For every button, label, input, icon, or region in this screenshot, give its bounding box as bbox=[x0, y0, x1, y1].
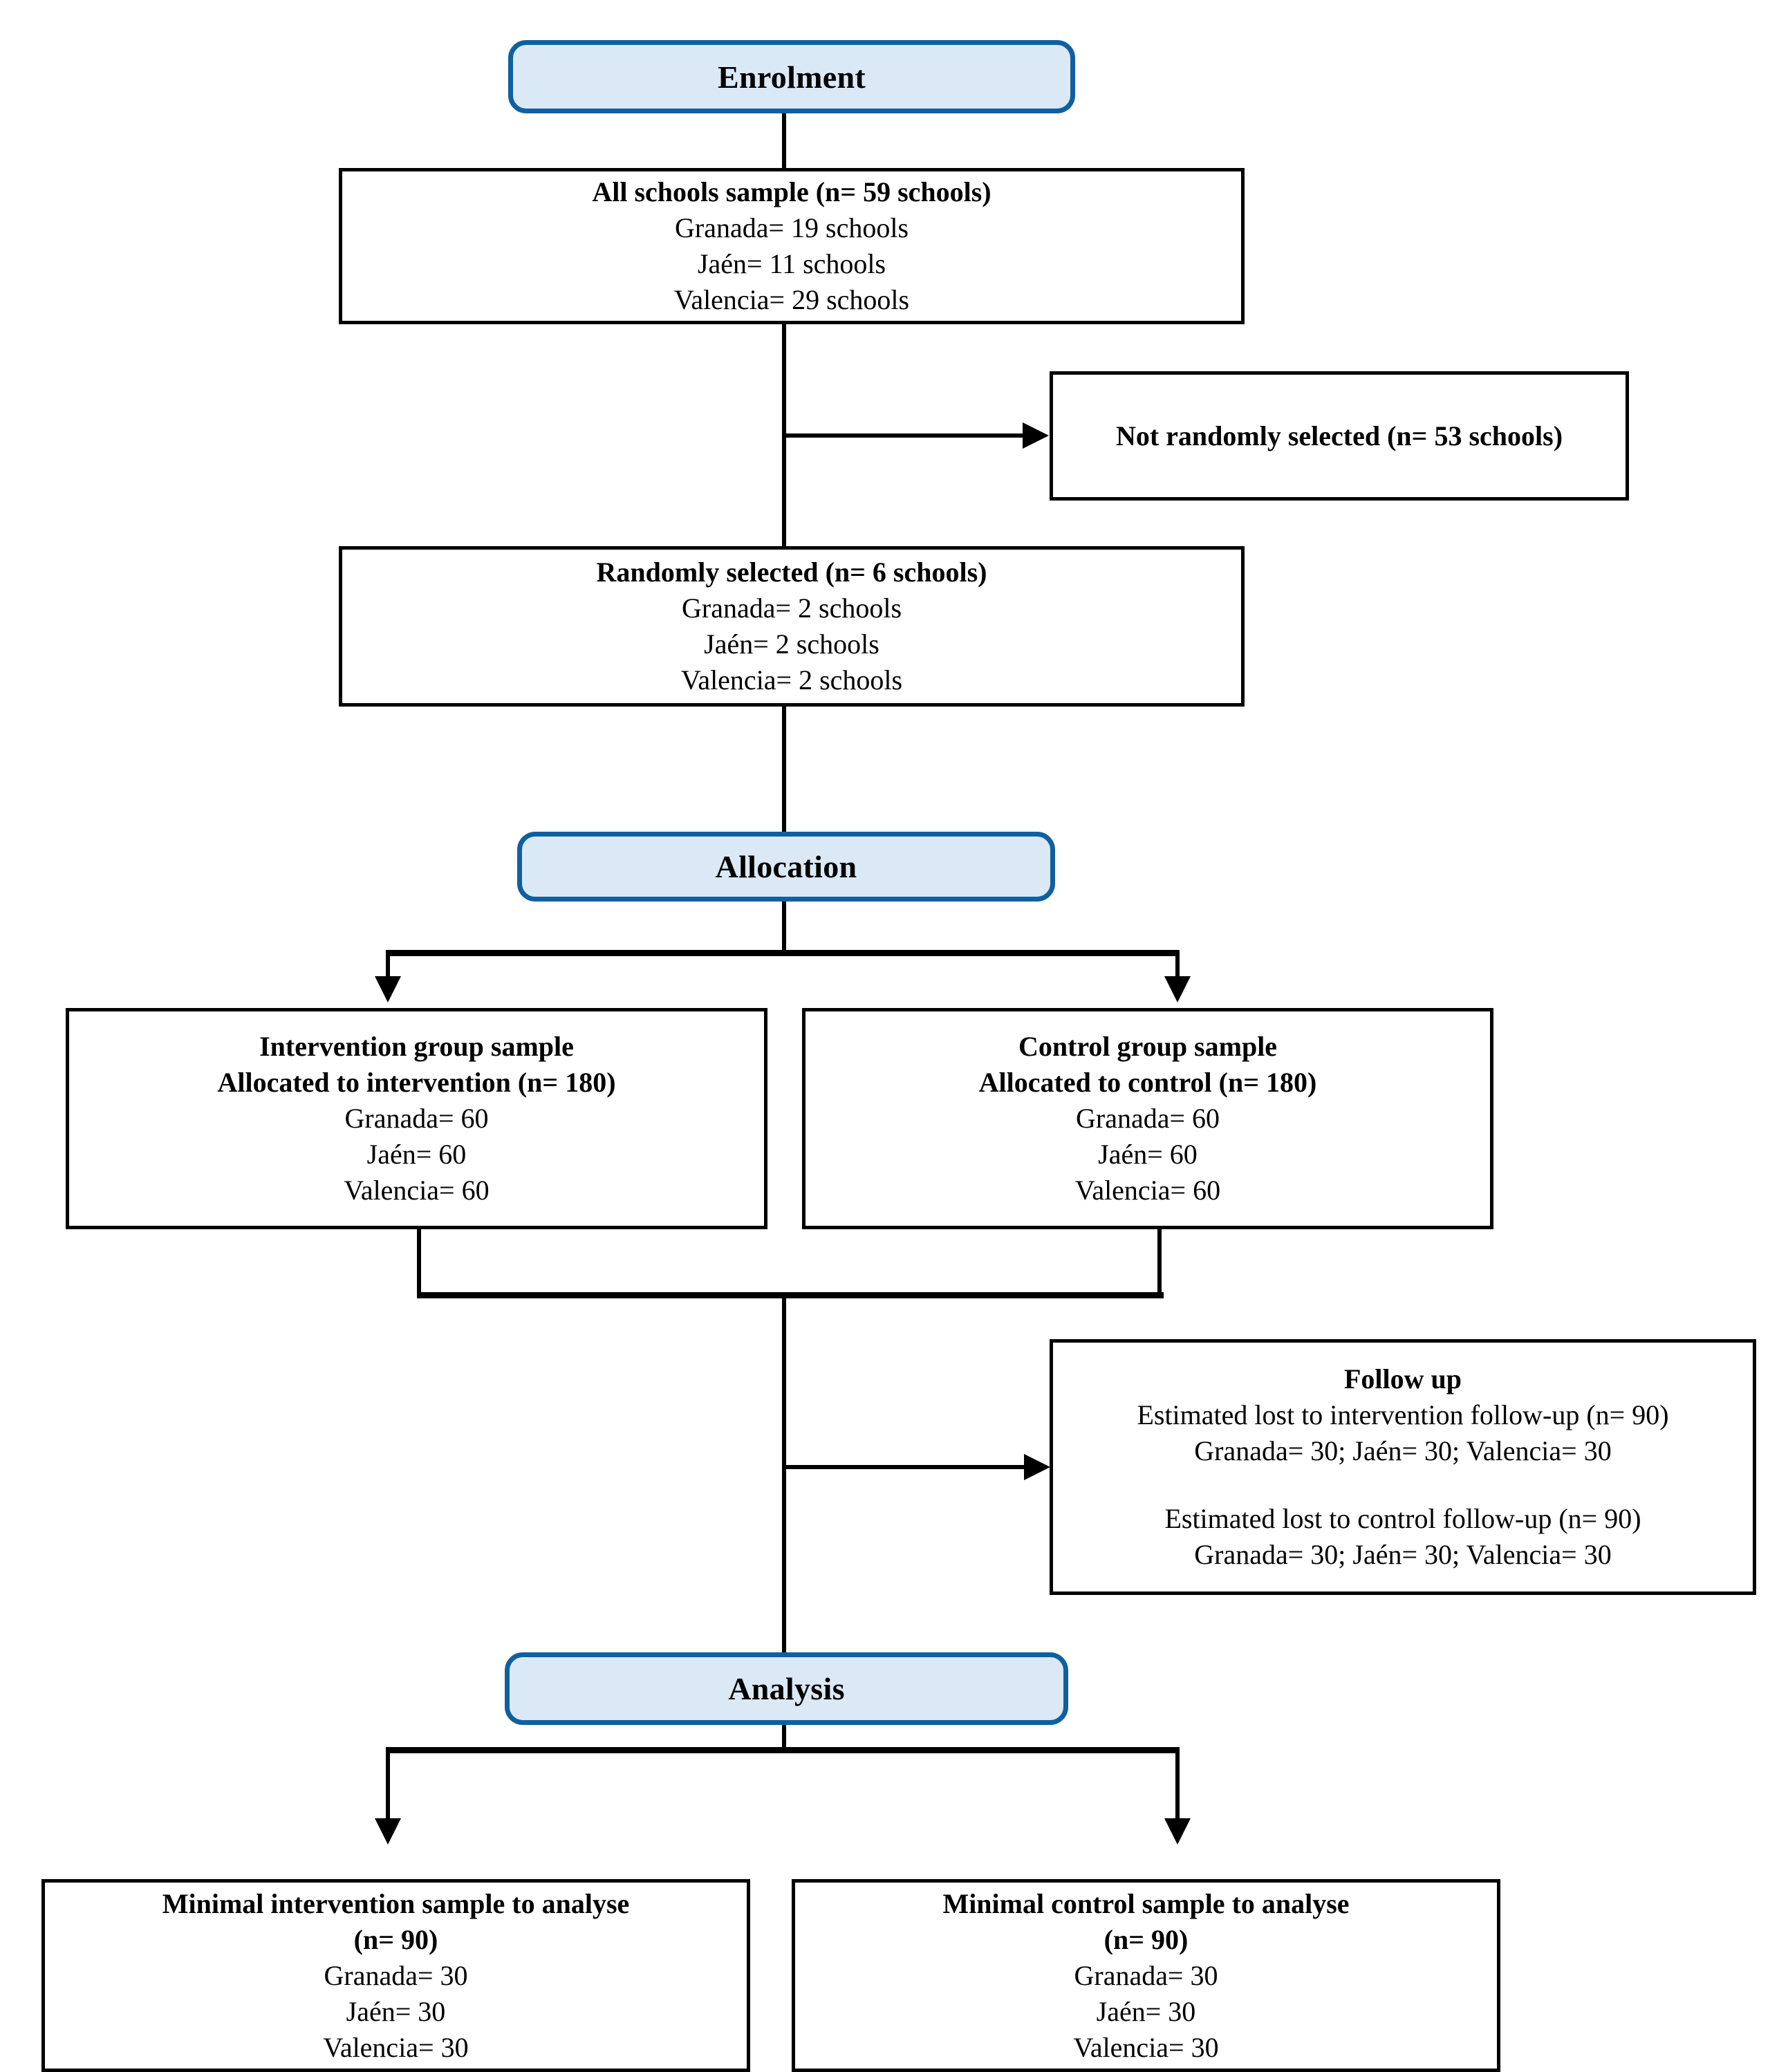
box-intervention-group: Intervention group sample Allocated to i… bbox=[66, 1008, 767, 1229]
intervention-group-valencia: Valencia= 60 bbox=[344, 1175, 490, 1206]
connector-allocation-crossbar bbox=[386, 950, 1180, 956]
arrowhead-not-randomly-selected bbox=[1023, 422, 1049, 449]
box-all-schools-sample: All schools sample (n= 59 schools) Grana… bbox=[339, 168, 1245, 324]
all-schools-valencia: Valencia= 29 schools bbox=[673, 284, 910, 315]
stage-header-enrolment: Enrolment bbox=[508, 40, 1075, 113]
connector-analysis-left-drop bbox=[386, 1747, 390, 1823]
arrowhead-minimal-control bbox=[1164, 1818, 1191, 1845]
control-group-valencia: Valencia= 60 bbox=[1074, 1175, 1221, 1206]
box-not-randomly-selected: Not randomly selected (n= 53 schools) bbox=[1050, 371, 1629, 501]
control-group-granada: Granada= 60 bbox=[1075, 1103, 1220, 1134]
connector-randomly-selected-to-allocation bbox=[782, 707, 786, 834]
connector-analysis-crossbar bbox=[386, 1747, 1180, 1753]
connector-allocation-right-drop bbox=[1175, 950, 1180, 982]
minimal-intervention-heading-2: (n= 90) bbox=[353, 1923, 438, 1955]
intervention-group-jaen: Jaén= 60 bbox=[366, 1139, 467, 1170]
connector-intervention-drop bbox=[417, 1229, 421, 1297]
all-schools-jaen: Jaén= 11 schools bbox=[697, 248, 886, 279]
not-randomly-selected-heading: Not randomly selected (n= 53 schools) bbox=[1115, 420, 1563, 451]
connector-analysis-stem bbox=[782, 1725, 786, 1750]
box-follow-up: Follow up Estimated lost to intervention… bbox=[1050, 1339, 1756, 1595]
follow-up-heading: Follow up bbox=[1343, 1363, 1462, 1394]
stage-label-enrolment: Enrolment bbox=[718, 59, 866, 95]
stage-label-allocation: Allocation bbox=[715, 849, 857, 884]
arrowhead-control-group bbox=[1164, 976, 1191, 1002]
stage-header-allocation: Allocation bbox=[517, 832, 1055, 902]
randomly-selected-valencia: Valencia= 2 schools bbox=[680, 664, 903, 696]
box-randomly-selected: Randomly selected (n= 6 schools) Granada… bbox=[339, 546, 1245, 707]
minimal-control-jaen: Jaén= 30 bbox=[1096, 1995, 1196, 2027]
control-group-heading-1: Control group sample bbox=[1018, 1031, 1278, 1062]
randomly-selected-jaen: Jaén= 2 schools bbox=[704, 628, 879, 660]
intervention-group-granada: Granada= 60 bbox=[344, 1103, 489, 1134]
connector-merge-to-analysis bbox=[782, 1292, 786, 1655]
connector-to-follow-up bbox=[782, 1465, 1024, 1469]
connector-allocation-stem bbox=[782, 902, 786, 953]
connector-allocation-left-drop bbox=[386, 950, 390, 982]
control-group-heading-2: Allocated to control (n= 180) bbox=[978, 1067, 1317, 1098]
connector-to-not-randomly-selected bbox=[782, 433, 1023, 438]
minimal-intervention-heading-1: Minimal intervention sample to analyse bbox=[162, 1887, 630, 1919]
minimal-control-granada: Granada= 30 bbox=[1074, 1959, 1218, 1991]
control-group-jaen: Jaén= 60 bbox=[1098, 1139, 1198, 1170]
minimal-control-heading-2: (n= 90) bbox=[1103, 1923, 1189, 1955]
follow-up-control-lost: Estimated lost to control follow-up (n= … bbox=[1164, 1503, 1641, 1534]
minimal-control-heading-1: Minimal control sample to analyse bbox=[942, 1887, 1350, 1919]
stage-header-analysis: Analysis bbox=[505, 1652, 1068, 1725]
intervention-group-heading-2: Allocated to intervention (n= 180) bbox=[217, 1067, 616, 1098]
connector-control-drop bbox=[1157, 1229, 1162, 1297]
connector-analysis-right-drop bbox=[1175, 1747, 1180, 1823]
box-control-group: Control group sample Allocated to contro… bbox=[802, 1008, 1493, 1229]
follow-up-intervention-lost: Estimated lost to intervention follow-up… bbox=[1137, 1399, 1669, 1430]
arrowhead-follow-up bbox=[1024, 1454, 1050, 1480]
connector-merge-crossbar bbox=[417, 1292, 1164, 1298]
connector-enrolment-to-all-schools bbox=[782, 113, 786, 170]
randomly-selected-granada: Granada= 2 schools bbox=[681, 592, 902, 624]
arrowhead-intervention-group bbox=[375, 976, 401, 1002]
minimal-intervention-valencia: Valencia= 30 bbox=[323, 2031, 469, 2063]
follow-up-control-detail: Granada= 30; Jaén= 30; Valencia= 30 bbox=[1194, 1539, 1612, 1570]
minimal-control-valencia: Valencia= 30 bbox=[1073, 2031, 1219, 2063]
intervention-group-heading-1: Intervention group sample bbox=[259, 1031, 574, 1062]
randomly-selected-heading: Randomly selected (n= 6 schools) bbox=[596, 557, 987, 588]
follow-up-intervention-detail: Granada= 30; Jaén= 30; Valencia= 30 bbox=[1194, 1435, 1612, 1466]
box-minimal-control-sample: Minimal control sample to analyse (n= 90… bbox=[792, 1879, 1500, 2072]
all-schools-heading: All schools sample (n= 59 schools) bbox=[592, 176, 991, 207]
all-schools-granada: Granada= 19 schools bbox=[674, 212, 909, 243]
minimal-intervention-granada: Granada= 30 bbox=[324, 1959, 468, 1991]
stage-label-analysis: Analysis bbox=[728, 1671, 845, 1706]
arrowhead-minimal-intervention bbox=[375, 1818, 401, 1845]
minimal-intervention-jaen: Jaén= 30 bbox=[346, 1995, 446, 2027]
box-minimal-intervention-sample: Minimal intervention sample to analyse (… bbox=[41, 1879, 750, 2072]
